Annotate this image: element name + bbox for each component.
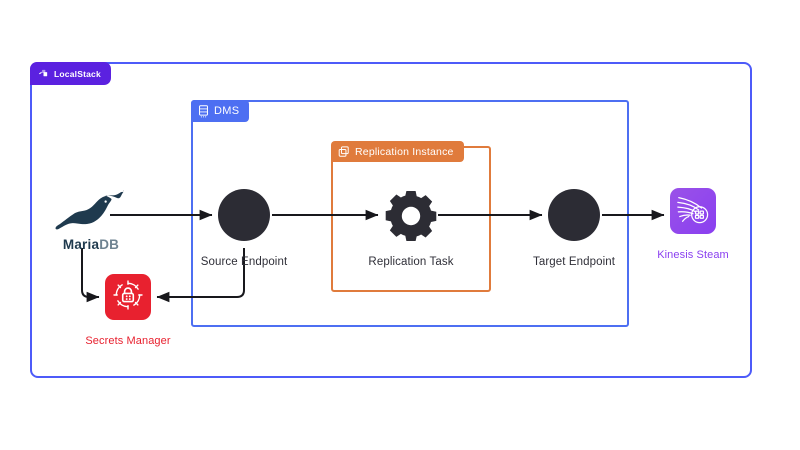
badge-replication-instance-label: Replication Instance	[355, 145, 454, 158]
node-secrets-manager-label: Secrets Manager	[85, 335, 171, 347]
node-mariadb[interactable]: MariaDB	[49, 189, 133, 252]
mariadb-seal-icon	[55, 189, 127, 235]
badge-replication-instance: Replication Instance	[331, 141, 464, 162]
mariadb-wordmark: MariaDB	[63, 237, 119, 252]
node-kinesis-stream[interactable]: Kinesis Steam	[657, 188, 729, 261]
gear-icon	[385, 189, 437, 246]
node-kinesis-stream-label: Kinesis Steam	[657, 249, 729, 261]
frame-localstack	[30, 62, 752, 378]
frame-dms	[191, 100, 629, 327]
copy-icon	[338, 145, 350, 158]
mariadb-wordmark-secondary: DB	[99, 237, 120, 252]
padlock-icon	[111, 278, 145, 317]
localstack-logo-icon	[38, 68, 49, 79]
kinesis-stream-icon	[675, 191, 711, 232]
node-replication-task-label: Replication Task	[368, 256, 454, 268]
node-secrets-manager[interactable]: Secrets Manager	[85, 274, 171, 347]
filled-circle-icon	[548, 189, 600, 241]
mariadb-wordmark-primary: Maria	[62, 237, 100, 252]
node-source-endpoint[interactable]: Source Endpoint	[201, 189, 287, 268]
kinesis-stream-tile	[670, 188, 716, 234]
database-icon	[198, 104, 209, 118]
badge-dms: DMS	[191, 100, 250, 122]
node-replication-task[interactable]: Replication Task	[368, 189, 453, 268]
node-source-endpoint-label: Source Endpoint	[200, 256, 288, 268]
node-target-endpoint-label: Target Endpoint	[532, 256, 616, 268]
filled-circle-icon	[218, 189, 270, 241]
badge-dms-label: DMS	[214, 105, 240, 117]
secrets-manager-tile	[105, 274, 151, 320]
node-target-endpoint[interactable]: Target Endpoint	[533, 189, 615, 268]
badge-localstack-label: LocalStack	[54, 68, 101, 79]
badge-localstack: LocalStack	[30, 62, 111, 85]
